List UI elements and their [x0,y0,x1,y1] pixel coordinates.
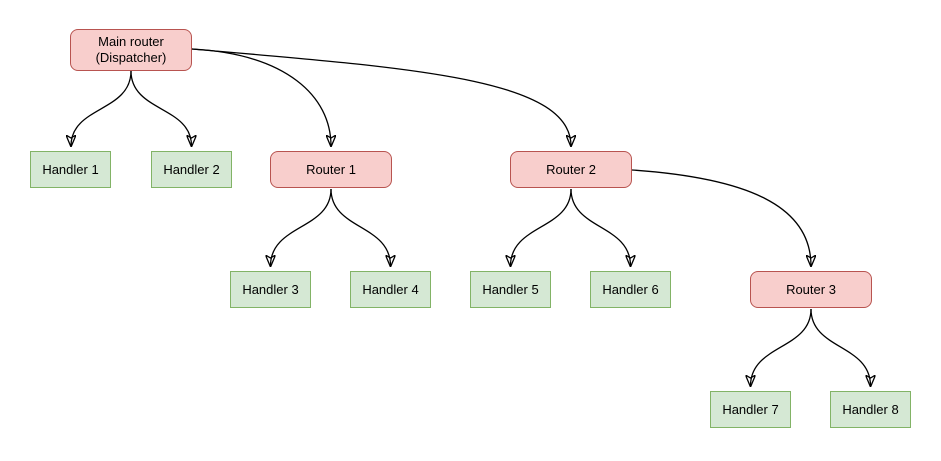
node-handler-8-label: Handler 8 [842,401,899,417]
node-handler-5-label: Handler 5 [482,281,539,297]
edge-main-to-handler1 [71,70,132,146]
node-router-2: Router 2 [510,151,632,188]
node-handler-1-label: Handler 1 [42,161,99,177]
node-router-2-label: Router 2 [546,161,596,177]
node-router-3: Router 3 [750,271,872,308]
edge-router2-to-handler6 [570,188,631,266]
node-handler-4-label: Handler 4 [362,281,419,297]
node-router-3-label: Router 3 [786,281,836,297]
edge-main-to-router2 [191,48,571,146]
node-main-router-label: Main router (Dispatcher) [95,34,167,65]
edge-main-to-handler2 [130,70,192,146]
edge-router3-to-handler8 [810,308,871,386]
node-router-1: Router 1 [270,151,392,188]
node-handler-3-label: Handler 3 [242,281,299,297]
edge-router2-to-handler5 [511,188,572,266]
node-handler-5: Handler 5 [470,271,551,308]
edge-main-to-router1 [191,48,331,146]
edge-router1-to-handler4 [330,188,391,266]
edge-router2-to-router3 [631,169,811,266]
edge-router1-to-handler3 [271,188,332,266]
node-handler-6-label: Handler 6 [602,281,659,297]
node-handler-6: Handler 6 [590,271,671,308]
node-handler-3: Handler 3 [230,271,311,308]
node-handler-2-label: Handler 2 [163,161,220,177]
node-handler-7: Handler 7 [710,391,791,428]
node-handler-7-label: Handler 7 [722,401,779,417]
node-handler-2: Handler 2 [151,151,232,188]
node-handler-8: Handler 8 [830,391,911,428]
edge-router3-to-handler7 [751,308,812,386]
node-router-1-label: Router 1 [306,161,356,177]
node-main-router: Main router (Dispatcher) [70,29,192,71]
node-handler-1: Handler 1 [30,151,111,188]
node-handler-4: Handler 4 [350,271,431,308]
